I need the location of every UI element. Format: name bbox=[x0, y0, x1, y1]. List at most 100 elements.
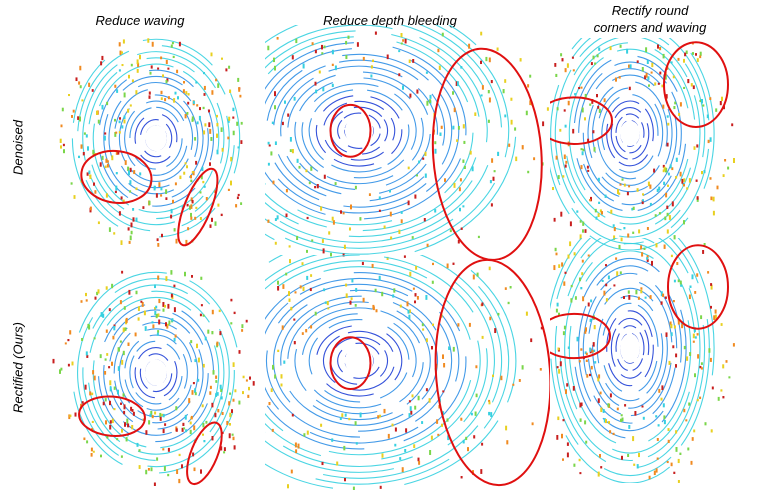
structure-point bbox=[599, 454, 601, 458]
structure-point bbox=[710, 283, 713, 286]
structure-point bbox=[555, 73, 558, 78]
point-cloud bbox=[550, 38, 735, 250]
scan-ring bbox=[680, 319, 710, 446]
structure-point bbox=[282, 284, 285, 289]
structure-point bbox=[701, 171, 703, 175]
structure-point bbox=[677, 319, 680, 325]
structure-point bbox=[339, 416, 342, 421]
structure-point bbox=[321, 461, 324, 466]
structure-point bbox=[236, 196, 239, 200]
structure-point bbox=[679, 280, 682, 285]
structure-point bbox=[132, 217, 135, 222]
structure-point bbox=[605, 283, 608, 287]
structure-point bbox=[490, 80, 493, 84]
structure-point bbox=[354, 304, 357, 307]
structure-point bbox=[720, 389, 723, 392]
structure-point bbox=[394, 427, 397, 432]
structure-point bbox=[362, 56, 365, 61]
structure-point bbox=[663, 166, 666, 171]
scan-ring bbox=[277, 178, 409, 214]
structure-point bbox=[416, 89, 419, 94]
structure-point bbox=[351, 278, 354, 283]
structure-point bbox=[136, 69, 139, 73]
structure-point bbox=[702, 250, 705, 254]
structure-point bbox=[690, 460, 693, 465]
structure-point bbox=[355, 442, 358, 445]
structure-point bbox=[101, 104, 104, 110]
structure-point bbox=[694, 373, 696, 378]
structure-point bbox=[238, 400, 241, 405]
structure-point bbox=[156, 332, 159, 336]
scan-ring bbox=[638, 324, 706, 468]
scan-ring bbox=[608, 363, 633, 387]
structure-point bbox=[230, 156, 233, 162]
structure-point bbox=[183, 171, 186, 175]
structure-point bbox=[585, 327, 587, 332]
structure-point bbox=[217, 83, 220, 88]
structure-point bbox=[191, 199, 194, 204]
structure-point bbox=[331, 216, 334, 221]
structure-point bbox=[189, 421, 192, 425]
panel-denoised-round-corners bbox=[550, 38, 735, 250]
structure-point bbox=[440, 125, 443, 129]
structure-point bbox=[620, 414, 623, 417]
structure-point bbox=[628, 425, 631, 429]
structure-point bbox=[293, 341, 296, 345]
structure-point bbox=[127, 342, 130, 346]
structure-point bbox=[646, 255, 649, 259]
structure-point bbox=[343, 244, 346, 249]
structure-point bbox=[408, 309, 411, 314]
point-cloud bbox=[265, 25, 549, 260]
scan-ring bbox=[183, 100, 199, 158]
structure-point bbox=[460, 476, 463, 479]
structure-point bbox=[452, 346, 455, 352]
scan-ring bbox=[573, 38, 688, 78]
scan-ring bbox=[182, 70, 220, 153]
structure-point bbox=[306, 249, 308, 253]
structure-point bbox=[488, 57, 491, 63]
structure-point bbox=[127, 227, 130, 231]
structure-point bbox=[580, 165, 583, 170]
structure-point bbox=[202, 180, 205, 184]
structure-point bbox=[666, 142, 669, 147]
structure-point bbox=[220, 388, 223, 392]
scan-ring bbox=[368, 114, 381, 129]
structure-point bbox=[678, 113, 681, 116]
structure-point bbox=[78, 155, 80, 159]
structure-point bbox=[81, 338, 84, 341]
structure-point bbox=[459, 207, 461, 212]
structure-point bbox=[488, 266, 491, 271]
structure-point bbox=[485, 56, 488, 62]
structure-point bbox=[157, 275, 160, 280]
scan-ring bbox=[583, 163, 615, 202]
structure-point bbox=[173, 98, 176, 103]
structure-point bbox=[99, 354, 102, 359]
structure-point bbox=[600, 407, 603, 413]
scan-ring bbox=[568, 57, 604, 191]
structure-point bbox=[581, 151, 584, 156]
structure-point bbox=[623, 183, 626, 187]
structure-point bbox=[148, 95, 151, 99]
structure-point bbox=[666, 212, 669, 217]
structure-point bbox=[561, 262, 564, 267]
scan-ring bbox=[587, 104, 594, 159]
structure-point bbox=[696, 273, 699, 277]
structure-point bbox=[203, 72, 205, 75]
structure-point bbox=[677, 458, 680, 464]
structure-point bbox=[555, 252, 558, 256]
structure-point bbox=[665, 192, 668, 198]
structure-point bbox=[90, 447, 93, 452]
scan-ring bbox=[326, 383, 374, 397]
structure-point bbox=[399, 457, 402, 460]
structure-point bbox=[174, 334, 177, 338]
structure-point bbox=[145, 469, 148, 475]
scan-ring bbox=[604, 287, 654, 305]
structure-point bbox=[281, 121, 284, 126]
structure-point bbox=[675, 353, 678, 358]
structure-point bbox=[226, 420, 229, 426]
structure-point bbox=[118, 69, 121, 72]
scan-ring bbox=[550, 84, 561, 186]
scan-ring bbox=[556, 238, 592, 300]
scan-ring bbox=[108, 100, 122, 160]
structure-point bbox=[417, 395, 420, 401]
